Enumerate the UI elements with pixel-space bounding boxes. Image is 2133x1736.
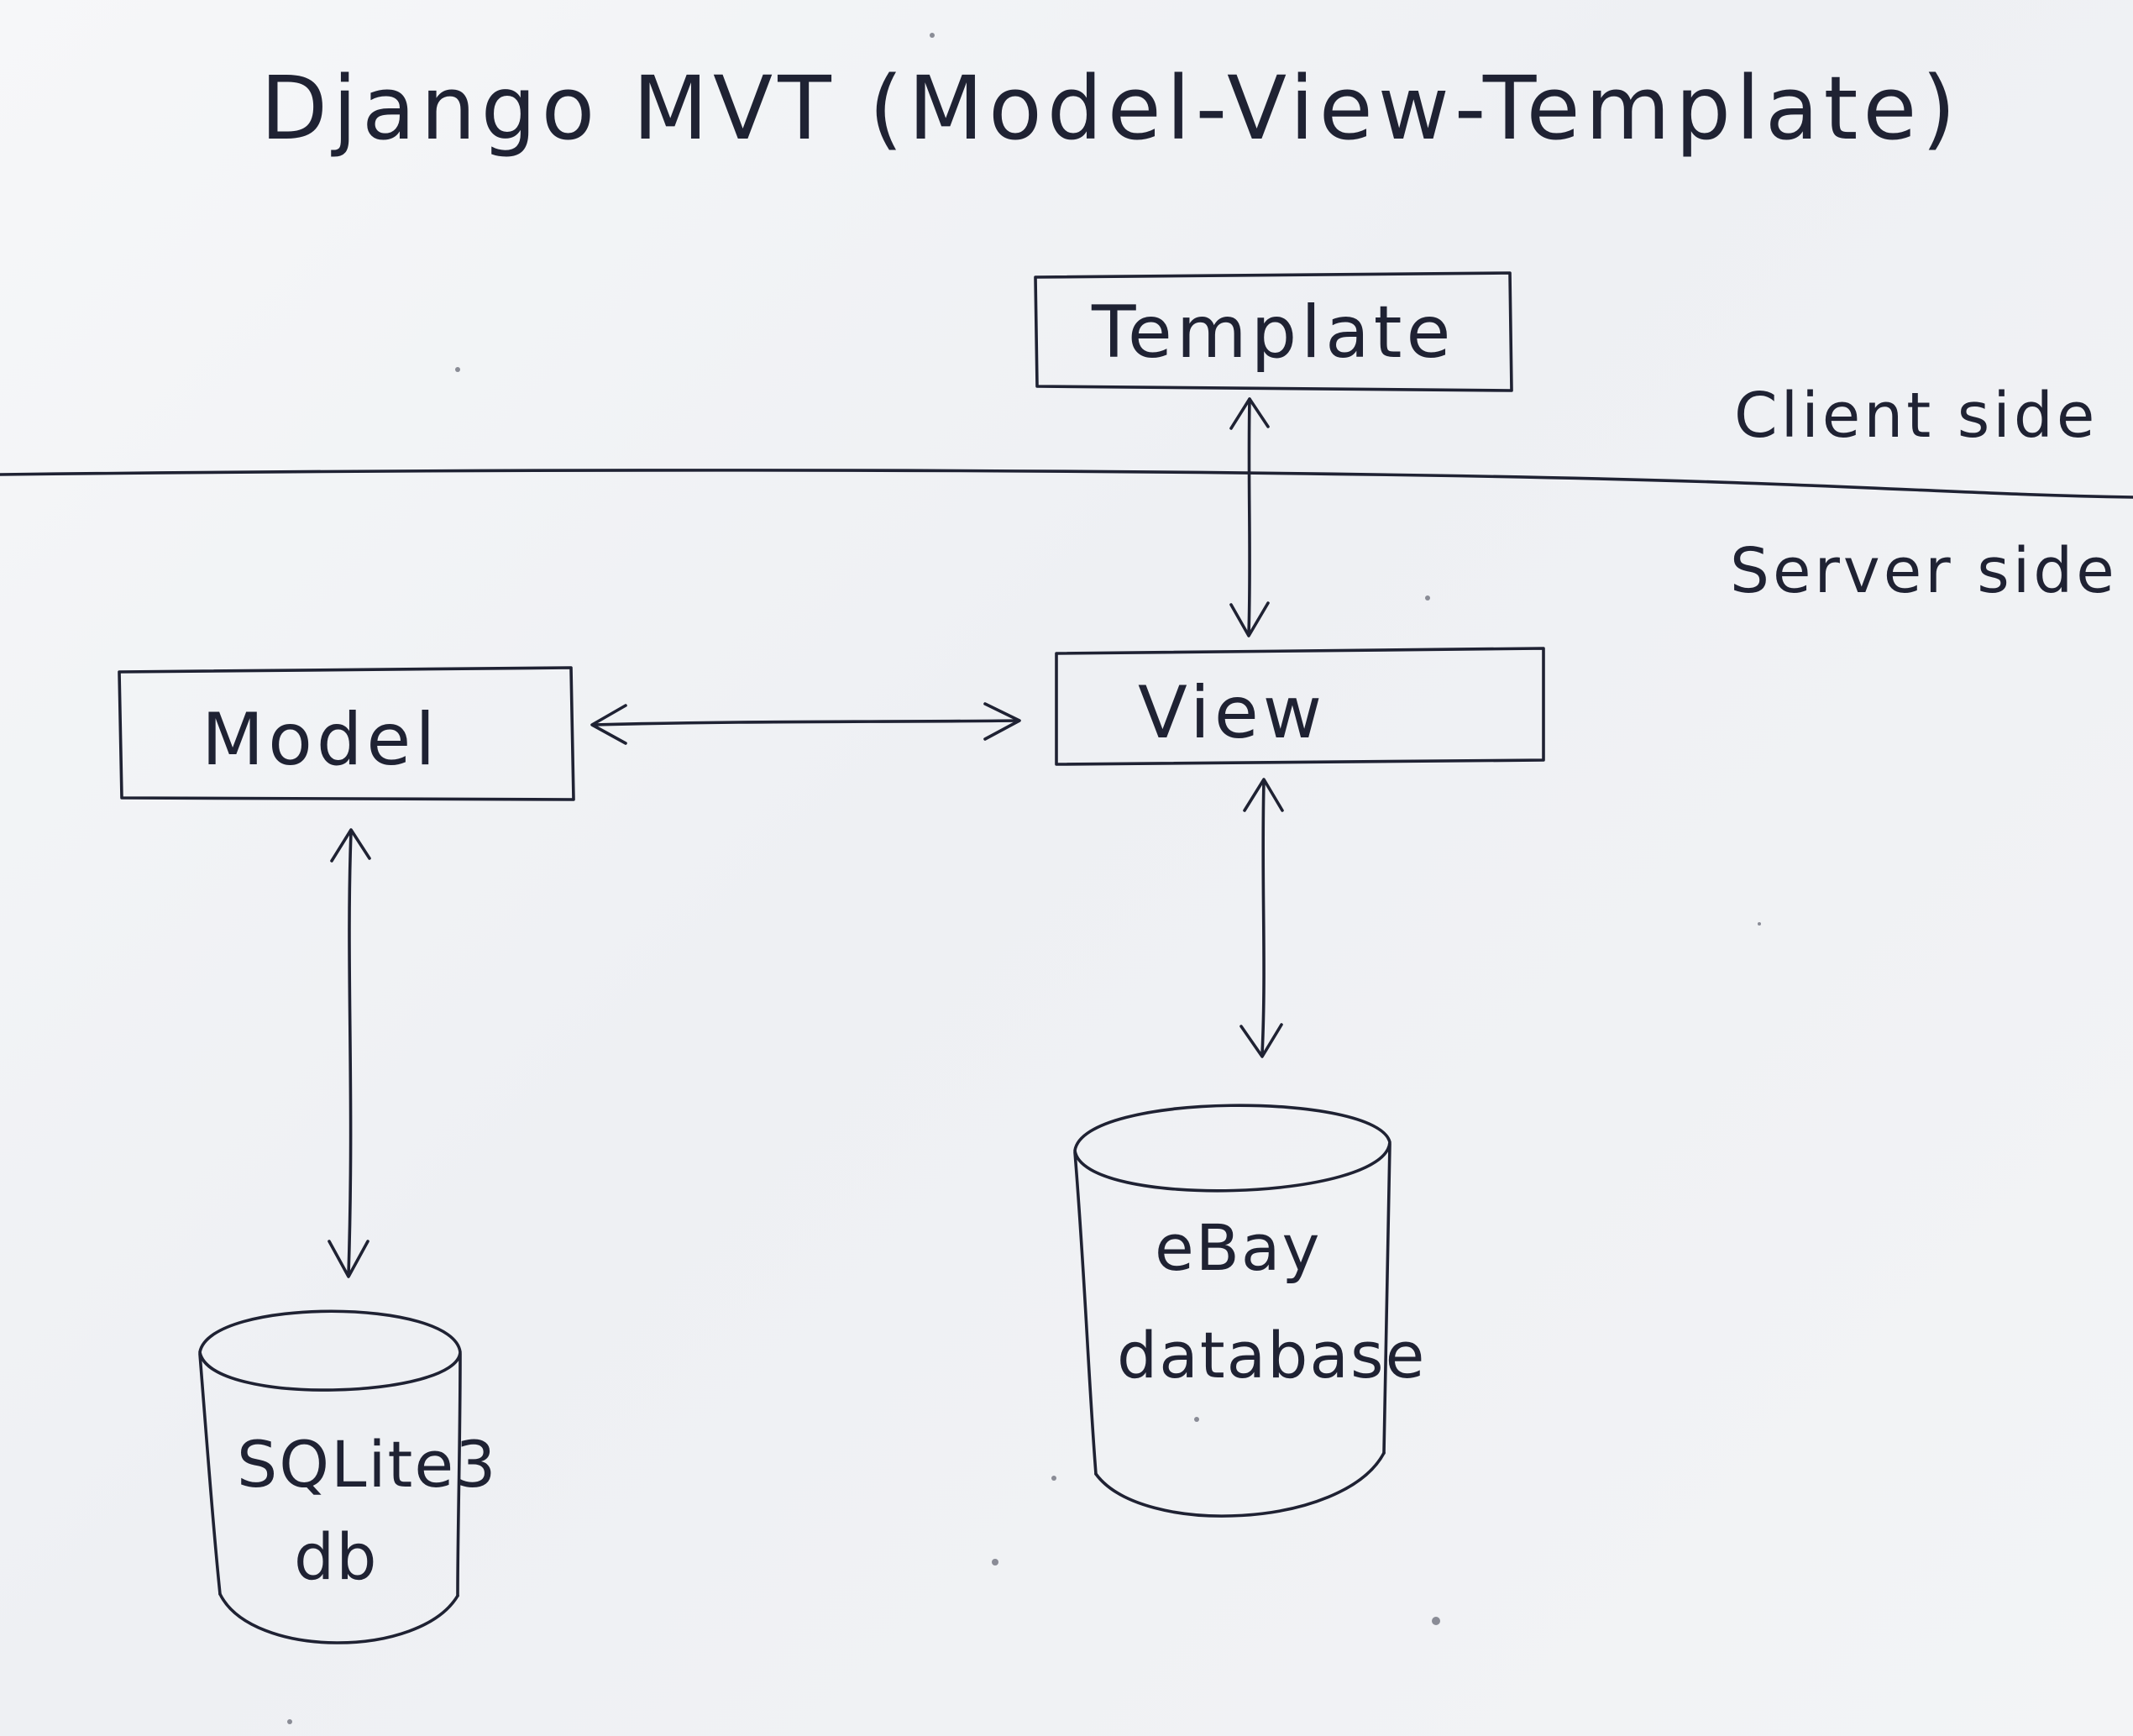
model-sqlite-arrow — [328, 828, 371, 1278]
sqlite-db-label-line2: db — [294, 1519, 378, 1594]
template-label: Template — [1091, 291, 1454, 375]
client-side-label: Client side — [1734, 380, 2098, 452]
ebay-database-cylinder: eBay database — [1073, 1104, 1426, 1518]
view-ebay-arrow — [1239, 778, 1284, 1058]
sqlite-db-label-line1: SQLite3 — [237, 1427, 497, 1502]
ebay-db-label-line1: eBay — [1155, 1210, 1321, 1285]
view-box: View — [1055, 647, 1545, 766]
model-box: Model — [118, 666, 575, 801]
model-label: Model — [202, 698, 439, 782]
sqlite-database-cylinder: SQLite3 db — [198, 1309, 497, 1644]
paper-specks — [287, 33, 1761, 1724]
ebay-db-label-line2: database — [1117, 1318, 1426, 1392]
diagram-title: Django MVT (Model-View-Template) — [260, 57, 1961, 160]
template-box: Template — [1034, 271, 1513, 392]
client-server-divider — [0, 469, 2133, 499]
view-label: View — [1138, 671, 1326, 755]
template-view-arrow — [1229, 397, 1270, 637]
server-side-label: Server side — [1730, 535, 2118, 607]
model-view-arrow — [590, 702, 1021, 745]
